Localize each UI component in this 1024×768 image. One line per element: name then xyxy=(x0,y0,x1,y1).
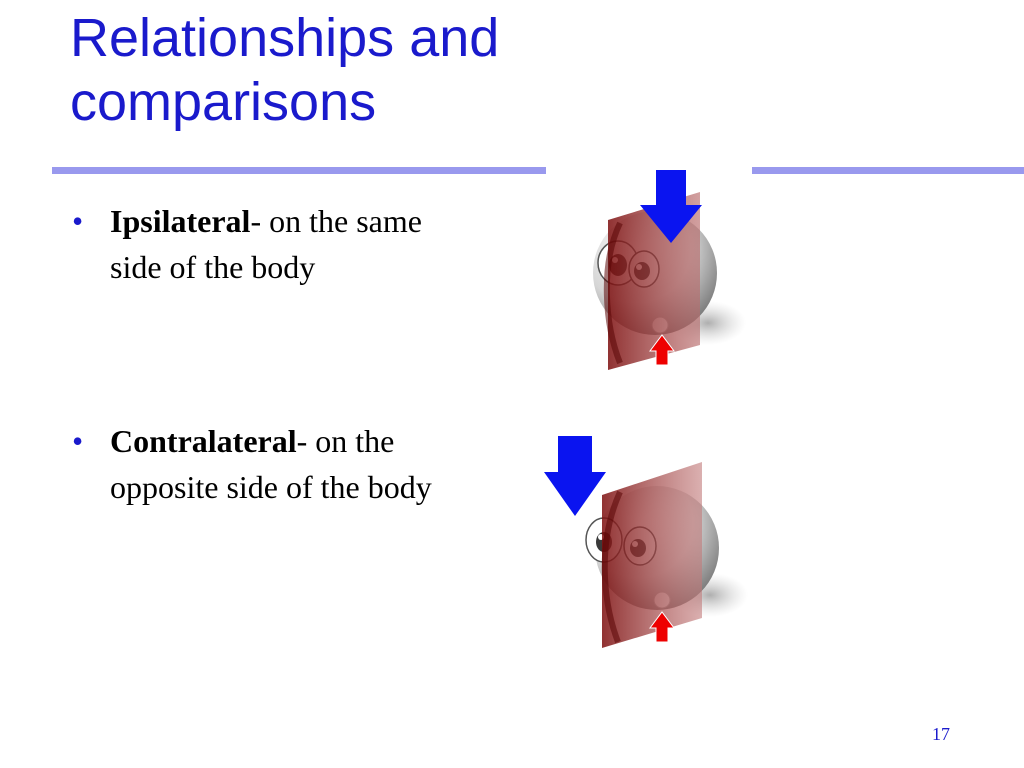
slide-title: Relationships and comparisons xyxy=(70,8,500,132)
contralateral-head-plane-icon xyxy=(540,430,760,655)
bullet-dot: • xyxy=(72,203,84,239)
title-underline-left xyxy=(52,167,546,174)
bullet-contralateral: • Contralateral- on the opposite side of… xyxy=(72,418,472,510)
bullet-text: Contralateral- on the opposite side of t… xyxy=(110,418,472,510)
bullet-dot: • xyxy=(72,423,84,459)
bullet-term: Contralateral xyxy=(110,423,297,459)
ipsilateral-head-plane-icon xyxy=(560,165,760,375)
title-underline-right xyxy=(752,167,1024,174)
bullet-definition: - on the opposite side of the body xyxy=(110,423,432,505)
page-number: 17 xyxy=(932,724,950,744)
bullet-term: Ipsilateral xyxy=(110,203,251,239)
bullet-ipsilateral: • Ipsilateral- on the same side of the b… xyxy=(72,198,432,290)
bullet-definition: - on the same side of the body xyxy=(110,203,422,285)
bullet-text: Ipsilateral- on the same side of the bod… xyxy=(110,198,432,290)
